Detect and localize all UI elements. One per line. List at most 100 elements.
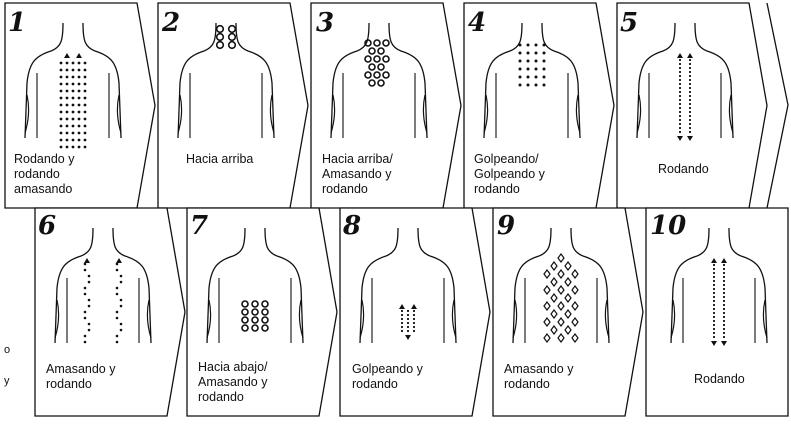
massage-dot — [83, 96, 87, 100]
massage-dot — [87, 274, 91, 278]
massage-dot — [115, 286, 119, 290]
massage-dot — [83, 145, 87, 149]
massage-dot — [71, 124, 75, 128]
massage-circle — [373, 39, 381, 47]
massage-circle — [382, 39, 390, 47]
arrow-up — [677, 53, 683, 58]
massage-dot — [526, 67, 530, 71]
sequence-continue-arrow — [766, 2, 789, 209]
massage-dot — [77, 103, 81, 107]
torso-outline — [670, 227, 768, 344]
massage-circle — [261, 308, 269, 316]
massage-dot — [83, 316, 87, 320]
massage-dot — [119, 298, 123, 302]
massage-diamond — [543, 333, 551, 343]
massage-circle — [364, 71, 372, 79]
arrow-up — [76, 53, 82, 58]
massage-diamond — [564, 293, 572, 303]
arrow-down — [677, 136, 683, 141]
massage-dot — [115, 316, 119, 320]
step-caption-1: Rodando y rodando amasando — [14, 152, 75, 196]
massage-dot — [83, 117, 87, 121]
massage-diamond — [550, 325, 558, 335]
hand-outline — [483, 94, 581, 134]
massage-dot — [77, 96, 81, 100]
step-number-4: 4 — [468, 8, 487, 38]
step-caption-7: Hacia abajo/ Amasando y rodando — [198, 360, 268, 404]
massage-dot — [65, 82, 69, 86]
massage-diamond — [550, 277, 558, 287]
hand-outline — [359, 299, 457, 339]
massage-circle — [364, 39, 372, 47]
massage-diamond — [543, 317, 551, 327]
massage-dot — [83, 89, 87, 93]
step-caption-4: Golpeando/ Golpeando y rodando — [474, 152, 545, 196]
arm-line — [682, 278, 756, 343]
massage-circle — [215, 24, 225, 34]
step-panel-4 — [463, 2, 615, 209]
massage-dot — [65, 124, 69, 128]
torso-outline — [330, 22, 428, 139]
torso-outline — [359, 227, 457, 344]
step-number-8: 8 — [343, 211, 362, 241]
arm-line — [342, 73, 416, 138]
massage-dot — [71, 68, 75, 72]
arrow-up — [116, 258, 122, 263]
step-number-2: 2 — [162, 8, 181, 38]
massage-dot — [59, 82, 63, 86]
torso-outline — [512, 227, 610, 344]
massage-diamond — [550, 261, 558, 271]
torso-outline — [54, 227, 152, 344]
massage-dot — [65, 117, 69, 121]
massage-circle — [368, 47, 376, 55]
massage-dot — [518, 67, 522, 71]
arrow-down — [721, 341, 727, 346]
massage-circle — [382, 55, 390, 63]
massage-circle — [227, 40, 237, 50]
massage-dot — [534, 67, 538, 71]
massage-dot — [71, 61, 75, 65]
massage-dot — [115, 292, 119, 296]
massage-dot — [115, 334, 119, 338]
arrow-up — [411, 304, 417, 309]
hand-outline — [670, 299, 768, 339]
massage-dot — [115, 262, 119, 266]
massage-circle — [215, 32, 225, 42]
massage-dot — [65, 131, 69, 135]
massage-dot — [77, 117, 81, 121]
arm-line — [189, 73, 263, 138]
massage-diamond — [557, 317, 565, 327]
massage-circle — [215, 40, 225, 50]
massage-dot — [518, 59, 522, 63]
step-number-6: 6 — [38, 211, 57, 241]
edge-fragment-o: o — [4, 344, 11, 356]
massage-diamond — [557, 301, 565, 311]
massage-dot — [542, 43, 546, 47]
massage-circle — [251, 324, 259, 332]
hand-outline — [636, 94, 734, 134]
massage-dot — [71, 75, 75, 79]
step-number-5: 5 — [620, 8, 639, 38]
massage-diamond — [564, 261, 572, 271]
massage-circle — [261, 316, 269, 324]
massage-dot — [83, 103, 87, 107]
massage-dot — [83, 292, 87, 296]
massage-dot — [83, 310, 87, 314]
massage-dot — [526, 59, 530, 63]
massage-dot — [65, 96, 69, 100]
massage-diamond — [571, 317, 579, 327]
massage-dot — [83, 262, 87, 266]
massage-dot — [115, 268, 119, 272]
massage-diamond — [543, 301, 551, 311]
massage-dot — [59, 75, 63, 79]
step-panel-7 — [186, 207, 338, 417]
hand-outline — [54, 299, 152, 339]
massage-dot — [59, 131, 63, 135]
step-panel-8 — [339, 207, 491, 417]
massage-dot — [542, 67, 546, 71]
massage-dot — [534, 75, 538, 79]
massage-circle — [373, 71, 381, 79]
massage-dot — [77, 110, 81, 114]
arm-line — [36, 73, 110, 138]
massage-dot — [518, 51, 522, 55]
